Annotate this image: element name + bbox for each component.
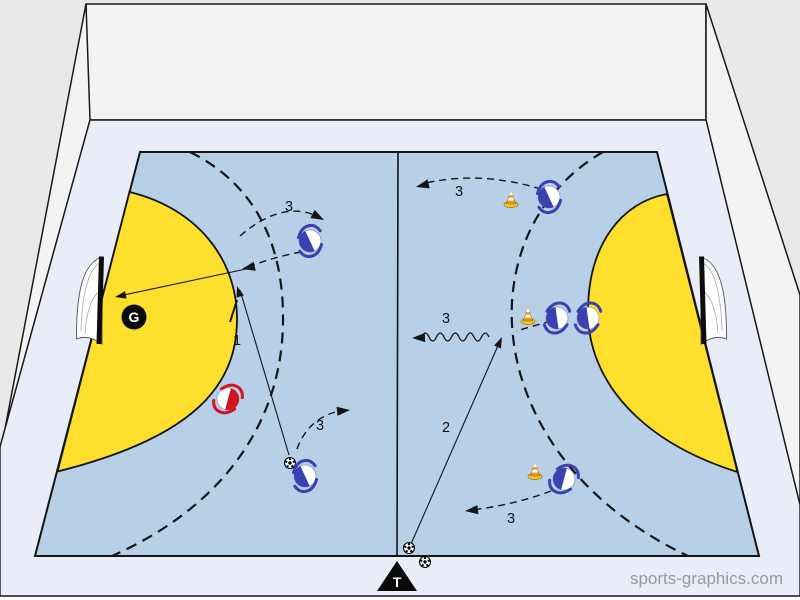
player-icon-blue [296, 223, 324, 259]
floor-front-strip [0, 597, 800, 600]
step-label-run-3-top-right: 3 [455, 184, 463, 200]
player-icon-blue [291, 458, 319, 494]
player-icon-blue [535, 179, 563, 215]
player-icon-red [212, 383, 244, 415]
back-wall [85, 3, 707, 121]
goal-area-left [56, 190, 238, 473]
arrow-shot-on-goal [118, 268, 247, 297]
left-wall [0, 3, 91, 456]
arrow-screen-mark [229, 299, 238, 323]
watermark: sports-graphics.com [630, 569, 783, 588]
arrows-layer [115, 177, 552, 545]
goal-post-left [96, 256, 104, 345]
player-icon-blue [573, 301, 603, 335]
arrow-dribble-3 [420, 332, 490, 342]
arrowhead-run-3-bottom-right [465, 505, 479, 515]
goal-net-line [80, 262, 101, 332]
nine-meter-line-right [510, 151, 689, 557]
ball-icon [402, 541, 416, 555]
goal-right [699, 256, 727, 345]
ball-icon [283, 456, 297, 470]
step-label-run-3-top-left: 3 [285, 199, 293, 215]
goal-net-line [702, 290, 719, 335]
step-label-run-3-bottom-right: 3 [507, 511, 515, 527]
step-label-pass-1: 1 [233, 333, 241, 349]
arrow-pass-2 [410, 340, 501, 545]
arrowhead-pass-2 [494, 337, 502, 349]
arrow-run-3-top-right [421, 177, 542, 190]
player-icon-blue [542, 301, 572, 335]
cone-icon [527, 461, 543, 480]
arrow-run-3-top-left [239, 210, 320, 237]
goalkeeper-marker: G [121, 304, 147, 330]
arrowhead-run-3-top-right [416, 179, 430, 189]
cone-icon [503, 189, 519, 208]
items-layer: GT [121, 179, 603, 591]
goal-net-left [76, 256, 103, 345]
arrow-pass-1 [239, 289, 290, 456]
step-label-dribble-3: 3 [442, 311, 450, 327]
step-label-pass-2: 2 [442, 420, 450, 436]
step-label-run-3-bottom-left: 3 [316, 418, 324, 434]
arrowhead-pass-1 [236, 286, 244, 298]
labels-layer: 1 3 3 3 3 2 3 [233, 184, 515, 527]
arrowhead-run-3-top-left [310, 209, 324, 220]
arrowhead-run-3-bottom-left [336, 406, 350, 416]
goal-post-right [699, 256, 707, 345]
goal-net-right [700, 256, 727, 345]
cone-icon [520, 306, 536, 325]
trainer-marker: T [377, 561, 417, 591]
arrowhead-run-to-receive-left [242, 261, 256, 271]
goal-net-line [84, 290, 101, 335]
nine-meter-line-left [111, 151, 285, 558]
svg-text:T: T [393, 574, 402, 590]
arrow-run-3-bottom-right [470, 490, 552, 511]
player-icon-blue [548, 463, 580, 495]
arrow-run-3-bottom-left [296, 409, 345, 450]
goal-left [76, 256, 104, 345]
right-wall [705, 3, 800, 506]
goal-net-line [702, 262, 723, 332]
center-line [396, 152, 399, 556]
ball-icon [418, 555, 432, 569]
arrowhead-dribble-3 [412, 332, 426, 343]
arrow-run-to-ball-right [515, 320, 552, 332]
arrowhead-shot-on-goal [115, 291, 127, 299]
svg-text:G: G [129, 309, 140, 325]
